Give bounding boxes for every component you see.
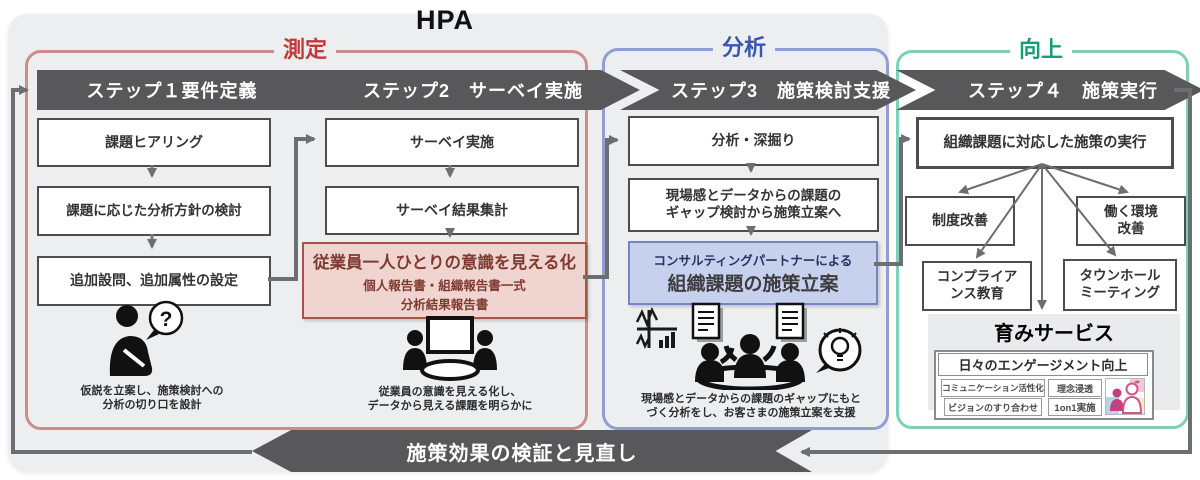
question-mark: ?: [160, 308, 173, 331]
service-item-communication: コミュニケーション活性化: [941, 379, 1045, 397]
phase-label-improve: 向上: [896, 37, 1186, 63]
diagram-title: HPA: [415, 5, 474, 35]
step4-box-environment: 働く環境 改善: [1076, 196, 1186, 246]
hypothesis-person-icon: ?: [109, 300, 184, 376]
service-header: 日々のエンゲージメント向上: [938, 353, 1148, 376]
service-item-vision: ビジョンのすり合わせ: [944, 398, 1042, 416]
document-icon: [775, 302, 807, 342]
service-item-1on1: 1on1実施: [1048, 398, 1102, 416]
feedback-banner: 施策効果の検証と見直し: [252, 430, 812, 472]
hagukumi-logo-icon: [1105, 378, 1145, 415]
lightbulb-icon: [816, 328, 862, 373]
consulting-discussion-icon: [635, 302, 862, 390]
phase-label-measure: 測定: [25, 37, 585, 63]
survey-review-icon: [403, 316, 497, 381]
step4-main-box: 組織課題に対応した施策の実行: [916, 117, 1174, 169]
step3-highlight-box: コンサルティングパートナーによる 組織課題の施策立案: [628, 241, 878, 305]
step4-banner: ステップ４ 施策実行: [896, 70, 1200, 110]
step1-box-hearing: 課題ヒアリング: [37, 118, 271, 167]
step4-box-system: 制度改善: [905, 196, 1015, 246]
step2-caption: 従業員の意識を見える化し、 データから見える課題を明らかに: [367, 386, 533, 413]
step2-banner: ステップ2 サーベイ実施: [278, 70, 640, 110]
step2-highlight-box: 従業員一人ひとりの意識を見える化 個人報告書・組織報告書一式 分析結果報告書: [302, 242, 587, 319]
step3-box-gap: 現場感とデータからの課題の ギャップ検討から施策立案へ: [628, 178, 879, 232]
step3-banner: ステップ3 施策検討支援: [620, 70, 916, 110]
step2-box-survey: サーベイ実施: [325, 118, 579, 167]
step1-box-policy: 課題に応じた分析方針の検討: [37, 186, 271, 236]
step3-box-analysis: 分析・深掘り: [628, 116, 879, 166]
step4-box-townhall: タウンホール ミーティング: [1063, 259, 1177, 311]
service-item-philosophy: 理念浸透: [1048, 379, 1102, 397]
step4-box-compliance: コンプライア ンス教育: [922, 261, 1032, 311]
document-icon: [691, 302, 723, 342]
chart-icon: [635, 306, 677, 350]
step3-caption: 現場感とデータからの課題のギャップにもと づく分析をし、お客さまの施策立案を支援: [641, 393, 861, 420]
phase-label-analyze: 分析: [602, 35, 886, 61]
step2-box-tally: サーベイ結果集計: [325, 186, 579, 235]
service-title: 育みサービス: [994, 323, 1114, 345]
step1-caption: 仮説を立案し、施策検討への 分析の切り口を設計: [80, 385, 224, 412]
